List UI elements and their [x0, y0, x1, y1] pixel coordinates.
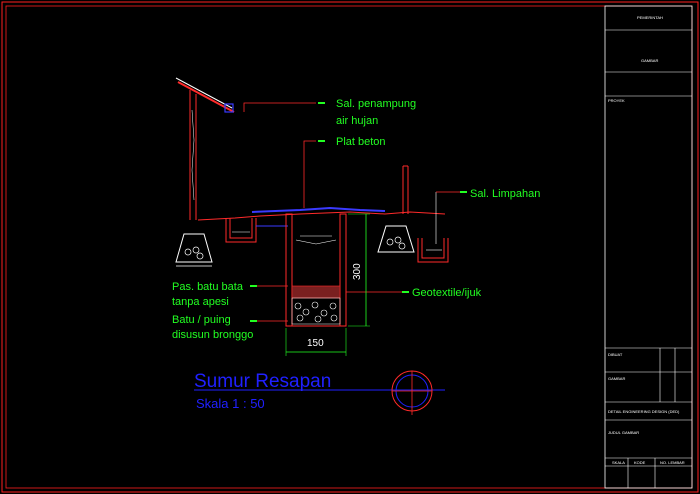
right-foundation [377, 165, 415, 253]
plat-beton [251, 206, 386, 213]
section-marker [391, 370, 433, 415]
label-batu-puing-1: Batu / puing [172, 314, 231, 326]
tb-gambar: GAMBAR [608, 376, 625, 381]
dim-width-text: 150 [307, 338, 324, 349]
tb-proyek: PROYEK [608, 98, 625, 103]
tb-kode: KODE [634, 460, 646, 465]
leader-ticks [250, 102, 467, 322]
left-channel [225, 218, 257, 243]
tb-pemberi: PEMERINTAH [637, 15, 663, 20]
label-pas-batu-1: Pas. batu bata [172, 281, 244, 293]
ground-line [197, 211, 446, 221]
tb-nomor: JUDUL GAMBAR [608, 430, 639, 435]
left-foundation [175, 233, 213, 267]
label-geotextile: Geotextile/ijuk [412, 287, 482, 299]
tb-dibuat: DIBUAT [608, 352, 623, 357]
tb-judul: GAMBAR [641, 58, 658, 63]
tb-detail: DETAIL ENGINEERING DESIGN (DED) [608, 409, 680, 414]
tb-nomor-lembar: NO. LEMBAR [660, 460, 685, 465]
title-block: PEMERINTAH GAMBAR PROYEK DIBUAT GAMBAR D… [604, 5, 693, 489]
dimension-height: 300 [348, 213, 370, 327]
label-sal-limpahan: Sal. Limpahan [470, 188, 540, 200]
main-well [285, 213, 347, 327]
drawing-title: Sumur Resapan [194, 371, 331, 392]
dimension-width: 150 [285, 328, 347, 356]
roof-gutter [175, 77, 235, 220]
label-pas-batu-2: tanpa apesi [172, 296, 229, 308]
label-sal-penampung-1: Sal. penampung [336, 98, 416, 110]
label-sal-penampung-2: air hujan [336, 115, 378, 127]
dim-height-text: 300 [352, 263, 363, 280]
label-batu-puing-2: disusun bronggo [172, 329, 253, 341]
leader-lines [243, 102, 460, 322]
right-channel [417, 192, 449, 263]
label-plat-beton: Plat beton [336, 136, 386, 148]
tb-skala: SKALA [612, 460, 625, 465]
inner-frame [5, 5, 693, 489]
drawing-scale: Skala 1 : 50 [196, 396, 265, 411]
